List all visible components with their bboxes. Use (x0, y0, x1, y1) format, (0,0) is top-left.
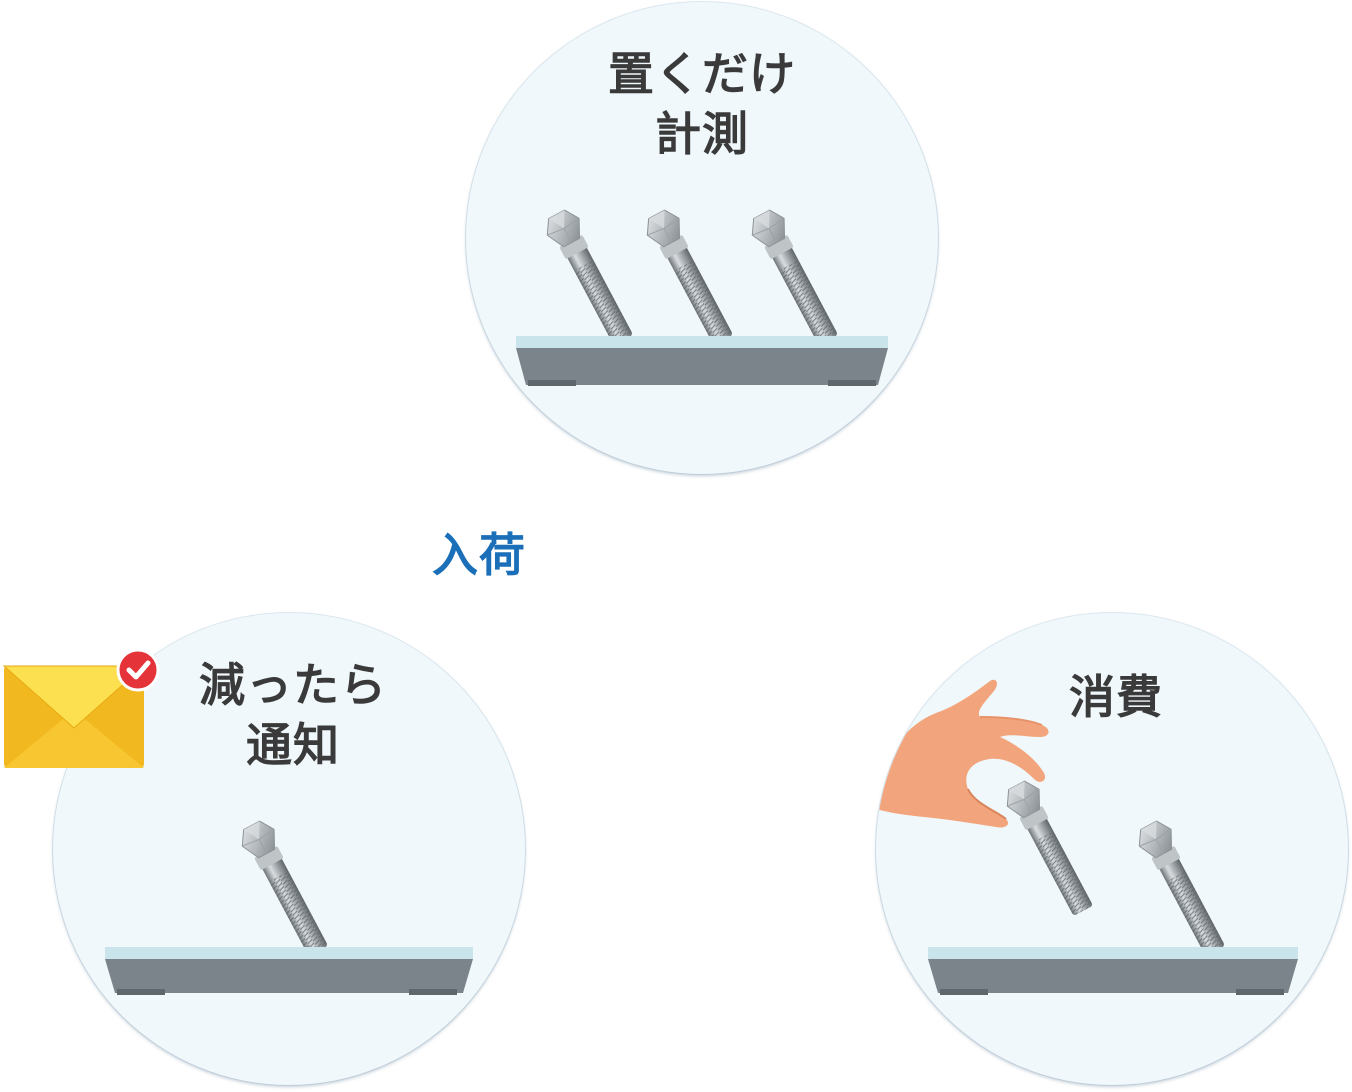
stage-notify-line1: 減ったら (199, 658, 387, 712)
stage-consume-circle: 消費 (876, 613, 1348, 1085)
scale-icon (516, 336, 888, 386)
bolt-icon (1132, 816, 1232, 960)
bolt-icon (1000, 776, 1100, 920)
scale-icon (928, 947, 1298, 995)
stage-consume-label: 消費 (996, 667, 1236, 727)
bolt-icon (745, 205, 845, 349)
stage-place-line1: 置くだけ (608, 47, 796, 101)
stage-place-circle: 置くだけ 計測 (466, 2, 938, 474)
stage-place-line2: 計測 (655, 107, 749, 161)
scale-illustration (105, 816, 473, 995)
stage-consume-line1: 消費 (1069, 670, 1163, 724)
bolt-icon (640, 205, 740, 349)
mail-icon (2, 648, 160, 768)
bolt-icon (235, 816, 335, 960)
scale-illustration (516, 205, 888, 386)
scale-icon (105, 947, 473, 995)
arrival-label: 入荷 (432, 528, 526, 582)
hand-icon (876, 679, 1049, 828)
check-badge-icon (116, 648, 160, 692)
scale-illustration (876, 679, 1298, 995)
stage-place-label: 置くだけ 計測 (466, 44, 938, 164)
bolt-icon (540, 205, 640, 349)
stage-notify-label: 減ったら 通知 (163, 655, 423, 775)
stage-notify-line2: 通知 (246, 718, 340, 772)
